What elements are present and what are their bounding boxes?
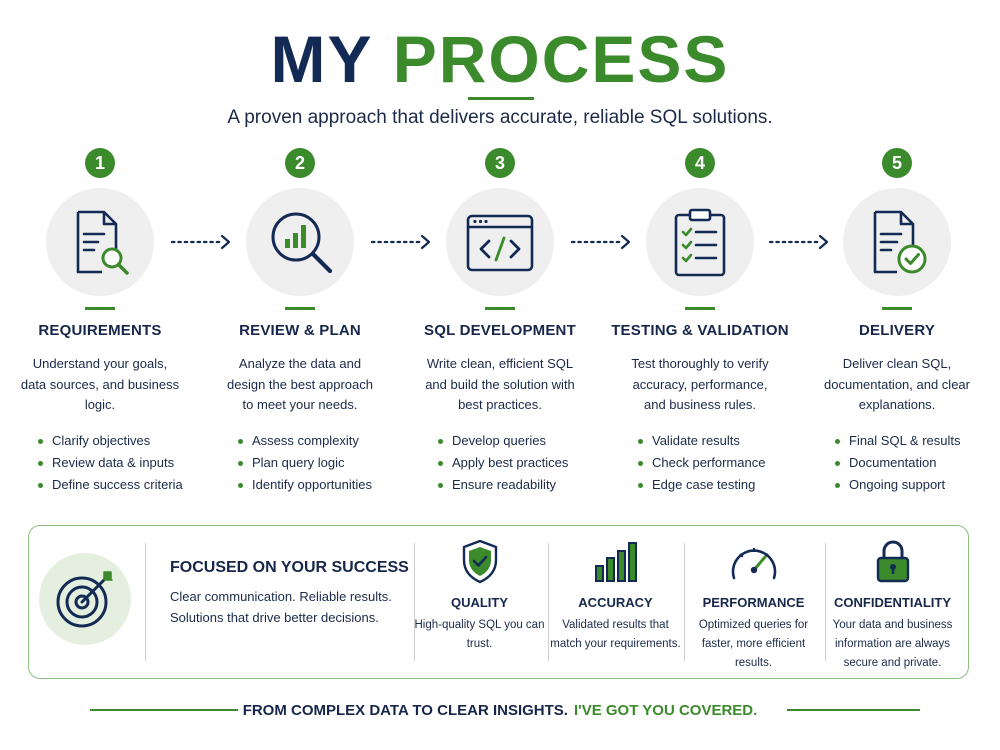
feature-performance: PERFORMANCE Optimized queries for faster… (686, 534, 821, 673)
bar-chart-icon (594, 542, 637, 582)
panel-divider (414, 543, 415, 661)
step-number: 5 (882, 148, 912, 178)
speedometer-icon (731, 548, 776, 580)
document-search-icon (76, 210, 129, 275)
step-number: 2 (285, 148, 315, 178)
document-check-icon (873, 210, 927, 274)
feature-title: PERFORMANCE (702, 595, 805, 610)
padlock-icon (876, 540, 909, 583)
process-step-4: 4 TESTING & VALIDATION Test thoroughly t… (600, 148, 800, 496)
list-item: Plan query logic (238, 452, 400, 474)
focus-title: FOCUSED ON YOUR SUCCESS (170, 559, 409, 576)
step-description: Test thoroughly to verify accuracy, perf… (631, 356, 769, 412)
list-item: Documentation (835, 452, 997, 474)
process-step-5: 5 DELIVERY Deliver clean SQL, documentat… (797, 148, 997, 496)
code-window-icon (466, 214, 534, 272)
feature-title: CONFIDENTIALITY (834, 595, 951, 610)
step-number: 3 (485, 148, 515, 178)
list-item: Ongoing support (835, 474, 997, 496)
page-title: MY PROCESS (0, 26, 1000, 92)
panel-divider (825, 543, 826, 661)
step-checklist: Validate results Check performance Edge … (638, 430, 800, 496)
step-accent-bar (685, 307, 715, 310)
feature-text: Validated results that match your requir… (550, 619, 681, 650)
list-item: Apply best practices (438, 452, 600, 474)
feature-confidentiality: CONFIDENTIALITY Your data and business i… (825, 534, 960, 673)
list-item: Ensure readability (438, 474, 600, 496)
step-checklist: Final SQL & results Documentation Ongoin… (835, 430, 997, 496)
panel-divider (548, 543, 549, 661)
list-item: Check performance (638, 452, 800, 474)
feature-accuracy: ACCURACY Validated results that match yo… (548, 534, 683, 654)
feature-title: QUALITY (450, 595, 509, 610)
list-item: Final SQL & results (835, 430, 997, 452)
footer-line-right (787, 709, 920, 711)
focus-text: Clear communication. Reliable results. S… (170, 589, 392, 625)
step-description: Deliver clean SQL, documentation, and cl… (824, 356, 970, 412)
list-item: Assess complexity (238, 430, 400, 452)
step-accent-bar (485, 307, 515, 310)
step-icon-circle (843, 188, 951, 296)
step-number: 4 (685, 148, 715, 178)
target-icon-circle (39, 553, 131, 645)
process-step-1: 1 REQUIREMENTS Understand your goals, da… (0, 148, 200, 496)
step-checklist: Clarify objectives Review data & inputs … (38, 430, 200, 496)
panel-divider (145, 543, 146, 661)
list-item: Develop queries (438, 430, 600, 452)
page-subtitle: A proven approach that delivers accurate… (227, 107, 773, 128)
values-panel: FOCUSED ON YOUR SUCCESS Clear communicat… (28, 525, 969, 679)
list-item: Edge case testing (638, 474, 800, 496)
arrow-right-icon (768, 234, 829, 250)
feature-quality: QUALITY High-quality SQL you can trust. (412, 534, 547, 654)
title-part-1: MY (270, 22, 373, 96)
step-title: REVIEW & PLAN (239, 322, 361, 339)
process-step-2: 2 REVIEW & PLAN Analyze the data and des… (200, 148, 400, 496)
clipboard-checklist-icon (674, 208, 726, 277)
footer-text-1: FROM COMPLEX DATA TO CLEAR INSIGHTS. (242, 702, 568, 719)
feature-title: ACCURACY (578, 595, 653, 610)
step-checklist: Develop queries Apply best practices Ens… (438, 430, 600, 496)
footer-tagline: FROM COMPLEX DATA TO CLEAR INSIGHTS. I'VE… (0, 702, 1000, 719)
list-item: Identify opportunities (238, 474, 400, 496)
step-title: DELIVERY (858, 322, 936, 339)
step-accent-bar (882, 307, 912, 310)
step-title: TESTING & VALIDATION (611, 322, 789, 339)
feature-text: Optimized queries for faster, more effic… (698, 619, 809, 669)
step-icon-circle (246, 188, 354, 296)
panel-divider (684, 543, 685, 661)
step-description: Understand your goals, data sources, and… (20, 356, 180, 412)
step-icon-circle (446, 188, 554, 296)
title-part-2: PROCESS (392, 22, 730, 96)
step-title: SQL DEVELOPMENT (424, 322, 576, 339)
step-description: Analyze the data and design the best app… (227, 356, 373, 412)
step-icon-circle (646, 188, 754, 296)
process-step-3: 3 SQL DEVELOPMENT Write clean, efficient… (400, 148, 600, 496)
magnifier-chart-icon (271, 212, 333, 274)
step-accent-bar (85, 307, 115, 310)
step-accent-bar (285, 307, 315, 310)
footer-line-left (90, 709, 238, 711)
list-item: Define success criteria (38, 474, 200, 496)
arrow-right-icon (370, 234, 431, 250)
feature-text: High-quality SQL you can trust. (414, 619, 545, 650)
list-item: Review data & inputs (38, 452, 200, 474)
step-description: Write clean, efficient SQL and build the… (425, 356, 575, 412)
footer-text-2: I'VE GOT YOU COVERED. (573, 702, 758, 719)
shield-check-icon (462, 539, 497, 584)
title-underline (468, 97, 534, 100)
target-icon (56, 571, 113, 628)
step-title: REQUIREMENTS (38, 322, 162, 339)
step-checklist: Assess complexity Plan query logic Ident… (238, 430, 400, 496)
step-icon-circle (46, 188, 154, 296)
arrow-right-icon (570, 234, 631, 250)
arrow-right-icon (170, 234, 231, 250)
list-item: Validate results (638, 430, 800, 452)
list-item: Clarify objectives (38, 430, 200, 452)
feature-text: Your data and business information are a… (832, 619, 953, 669)
step-number: 1 (85, 148, 115, 178)
